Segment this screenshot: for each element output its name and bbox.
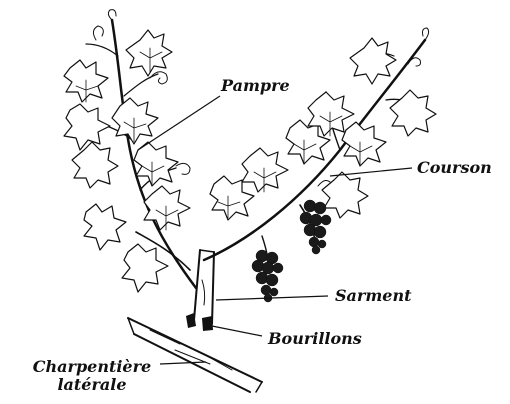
label-charpentiere-line1: Charpentière <box>12 358 172 376</box>
base-buds <box>186 313 213 331</box>
label-sarment: Sarment <box>335 287 411 305</box>
label-charpentiere-line2: latérale <box>12 376 172 394</box>
label-charpentiere: Charpentière latérale <box>12 358 172 394</box>
grape-bunches <box>252 200 331 302</box>
label-pampre: Pampre <box>221 77 290 95</box>
grape-bunch-left <box>252 250 283 302</box>
label-courson: Courson <box>417 159 492 177</box>
leader-bourillons <box>212 326 262 336</box>
label-bourillons: Bourillons <box>268 330 362 348</box>
